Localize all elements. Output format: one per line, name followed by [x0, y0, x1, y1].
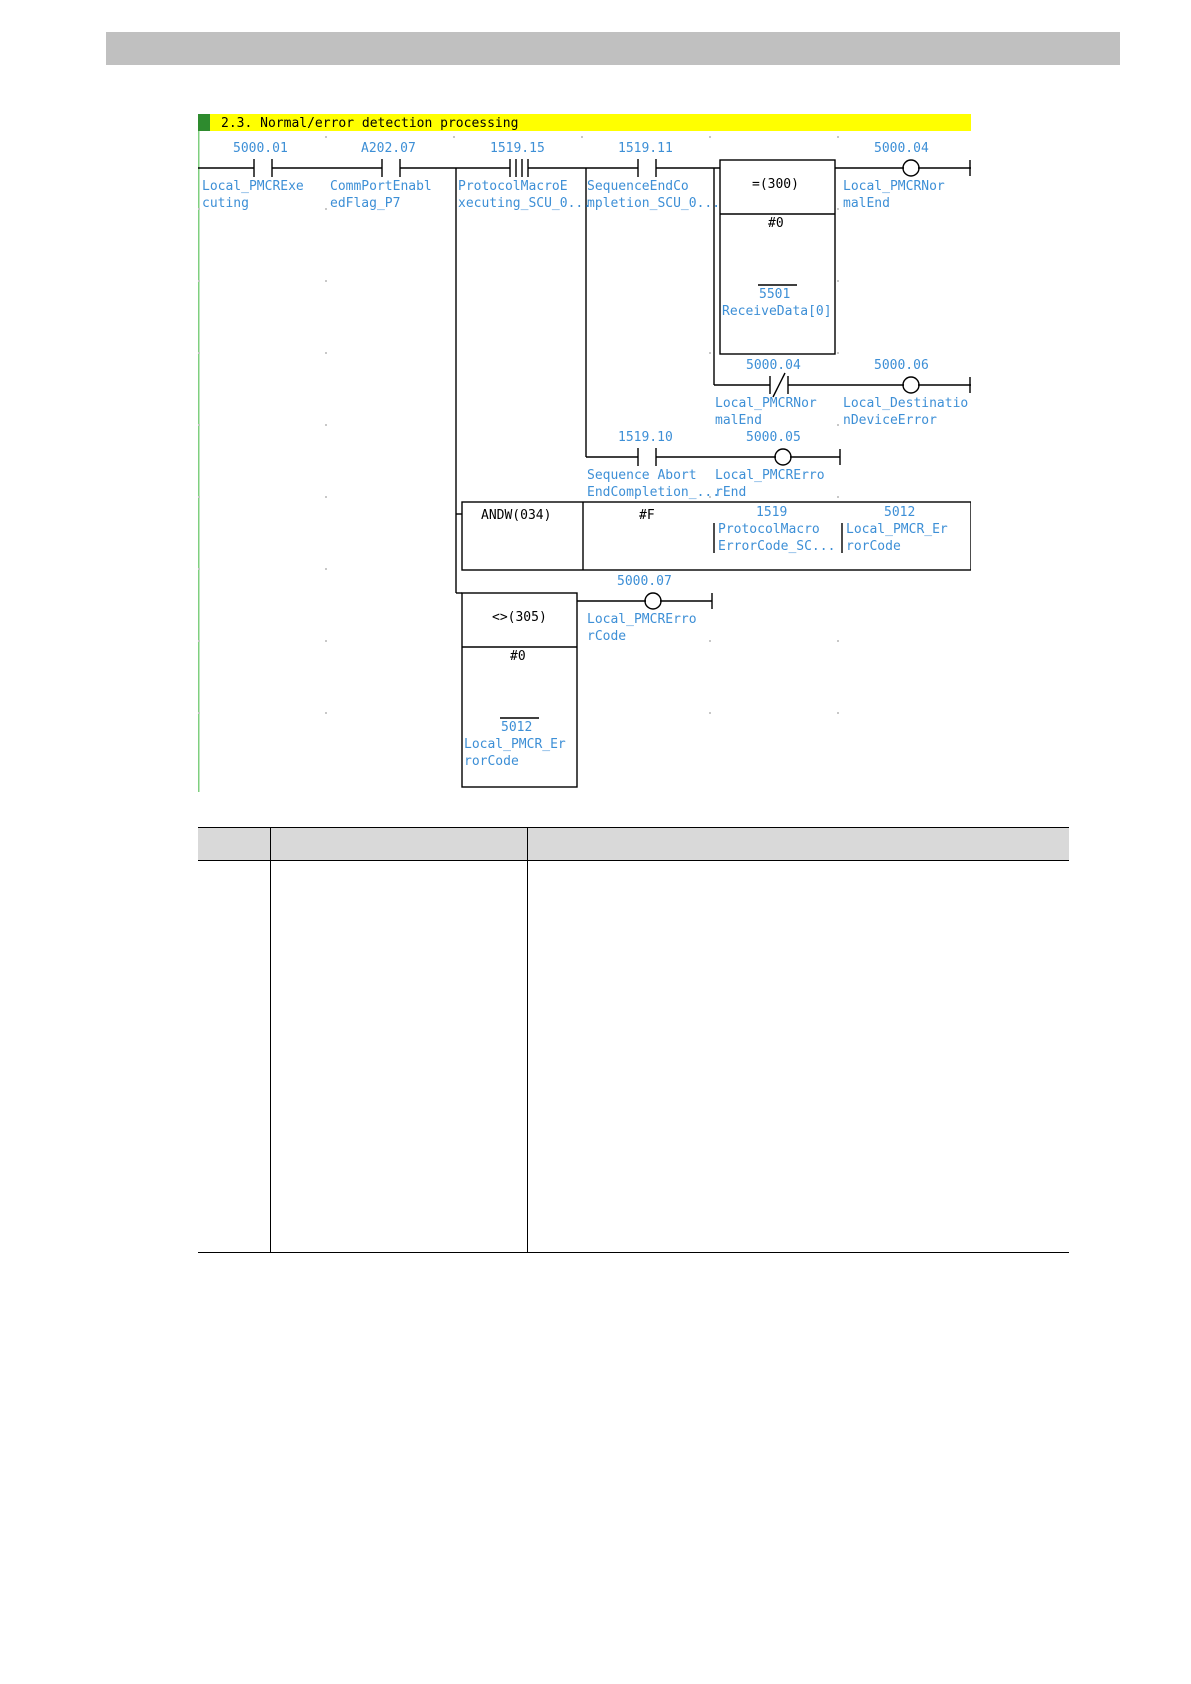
- contact-address: 1519.11: [618, 141, 673, 156]
- andw-src-address: 1519: [756, 505, 787, 520]
- coil-comment: Local_PMCRErro: [715, 468, 825, 483]
- contact-comment: mpletion_SCU_0...: [587, 196, 720, 211]
- contact-comment: Local_PMCRExe: [202, 179, 304, 194]
- compare-operand: #0: [768, 216, 784, 231]
- coil-comment: rEnd: [715, 485, 746, 500]
- compare-comment: ReceiveData[0]: [722, 304, 832, 319]
- coil-address: 5000.07: [617, 574, 672, 589]
- compare-instruction: =(300): [752, 177, 799, 192]
- andw-dst-comment: rorCode: [846, 539, 901, 554]
- compare-address: 5012: [501, 720, 532, 735]
- contact-comment: EndCompletion_...: [587, 485, 720, 500]
- andw-src-comment: ProtocolMacro: [718, 522, 820, 537]
- andw-src-comment: ErrorCode_SC...: [718, 539, 835, 554]
- column-divider: [527, 827, 528, 1253]
- compare-instruction: <>(305): [492, 610, 547, 625]
- contact-comment: CommPortEnabl: [330, 179, 432, 194]
- contact-comment: cuting: [202, 196, 249, 211]
- andw-dst-address: 5012: [884, 505, 915, 520]
- contact-address: 1519.15: [490, 141, 545, 156]
- section-title-marker: [198, 114, 210, 131]
- coil-address: 5000.05: [746, 430, 801, 445]
- coil-comment: malEnd: [843, 196, 890, 211]
- coil-comment: rCode: [587, 629, 626, 644]
- table-header: [198, 827, 1069, 861]
- table-bottom-border: [198, 1252, 1069, 1253]
- contact-comment: malEnd: [715, 413, 762, 428]
- andw-operand: #F: [639, 508, 655, 523]
- contact-comment: ProtocolMacroE: [458, 179, 568, 194]
- contact-address: 5000.01: [233, 141, 288, 156]
- coil-address: 5000.04: [874, 141, 929, 156]
- contact-comment: xecuting_SCU_0...: [458, 196, 591, 211]
- contact-address: 5000.04: [746, 358, 801, 373]
- coil-address: 5000.06: [874, 358, 929, 373]
- contact-comment: Sequence Abort: [587, 468, 697, 483]
- coil-comment: nDeviceError: [843, 413, 937, 428]
- compare-address: 5501: [759, 287, 790, 302]
- section-title: 2.3. Normal/error detection processing: [221, 116, 518, 131]
- andw-instruction: ANDW(034): [481, 508, 551, 523]
- section-title-bg: [204, 114, 971, 131]
- andw-dst-comment: Local_PMCR_Er: [846, 522, 948, 537]
- description-table: [198, 827, 1069, 1253]
- contact-address: 1519.10: [618, 430, 673, 445]
- coil-comment: Local_Destinatio: [843, 396, 968, 411]
- compare-operand: #0: [510, 649, 526, 664]
- coil-comment: Local_PMCRNor: [843, 179, 945, 194]
- contact-address: A202.07: [361, 141, 416, 156]
- page-header-bar: [106, 32, 1120, 65]
- contact-comment: Local_PMCRNor: [715, 396, 817, 411]
- ladder-diagram: 2.3. Normal/error detection processing: [198, 114, 971, 792]
- coil-comment: Local_PMCRErro: [587, 612, 697, 627]
- contact-comment: edFlag_P7: [330, 196, 400, 211]
- compare-comment: rorCode: [464, 754, 519, 769]
- contact-comment: SequenceEndCo: [587, 179, 689, 194]
- compare-comment: Local_PMCR_Er: [464, 737, 566, 752]
- column-divider: [270, 827, 271, 1253]
